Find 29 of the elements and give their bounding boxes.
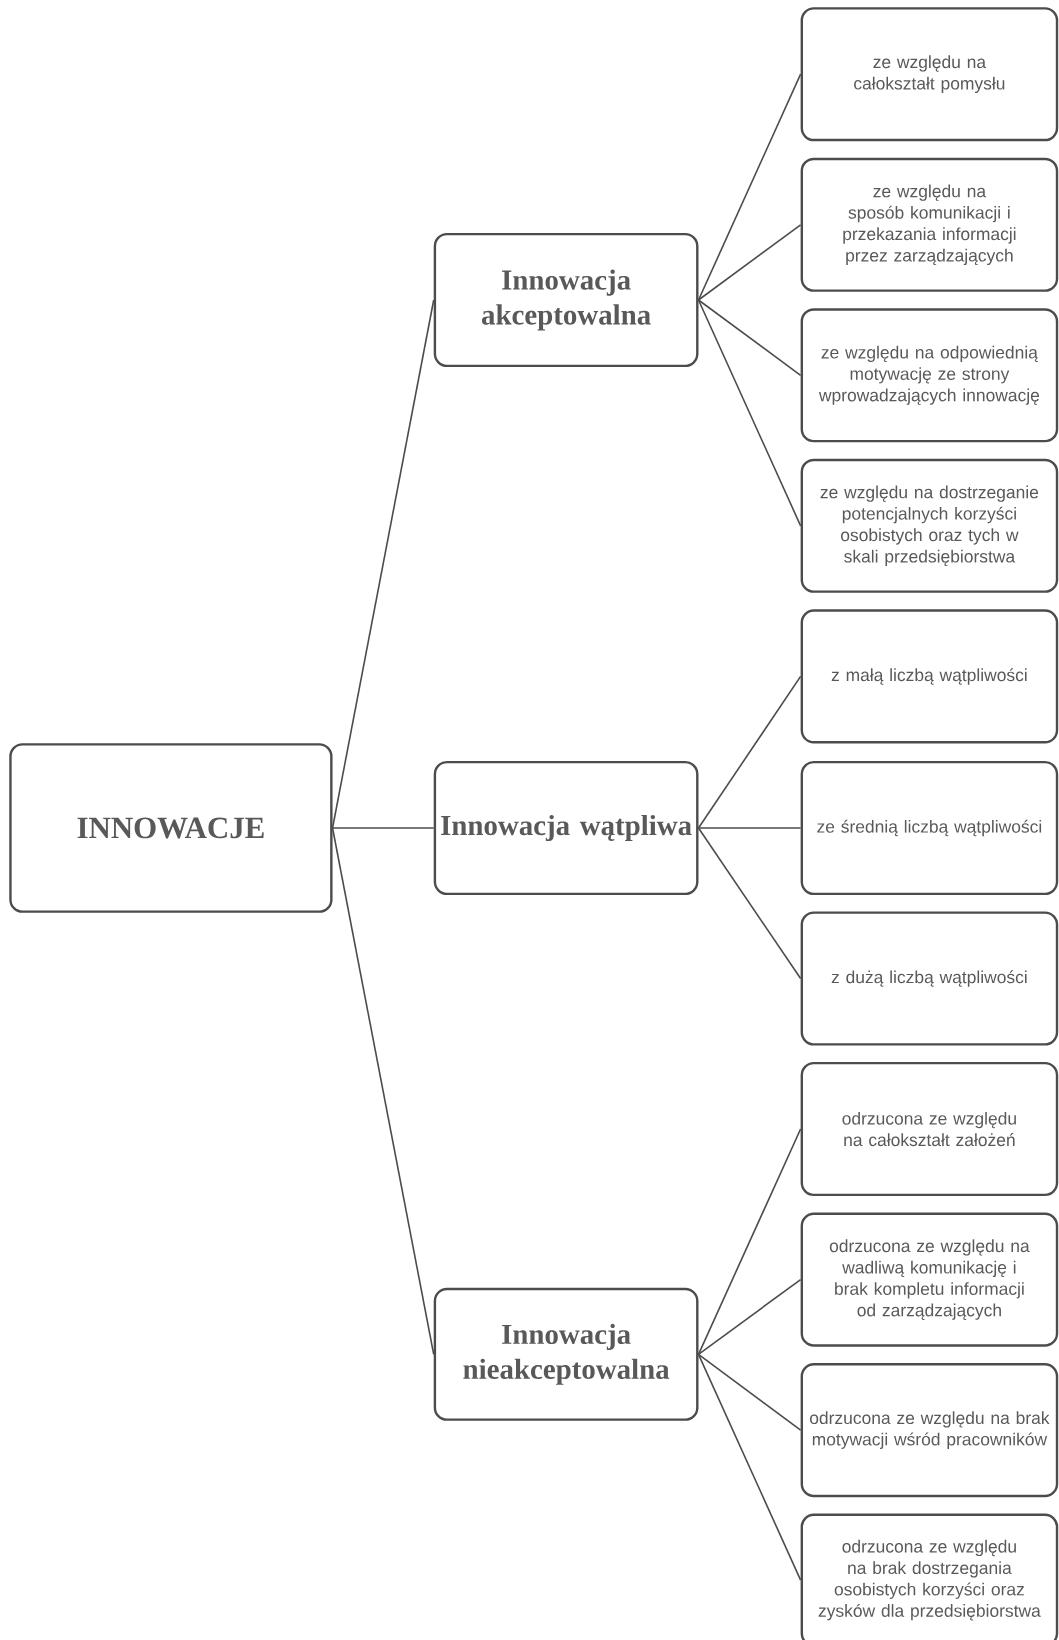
connector-line: [697, 1278, 802, 1356]
subcategory-box: odrzucona ze względu na brak dostrzegania osobistych korzyści oraz zysków dla przedsiębiorstwa: [800, 1513, 1059, 1640]
connector-line: [697, 827, 802, 829]
subcategory-box: ze względu na sposób komunikacji i przekazania informacji przez zarządzających: [800, 157, 1059, 292]
connector-line: [697, 299, 802, 377]
connector-line: [331, 827, 435, 829]
subcategory-box: ze względu na dostrzeganie potencjalnych korzyści osobistych oraz tych w skali przedsiębiorstwa: [800, 458, 1059, 593]
connector-line: [697, 1353, 802, 1431]
connector-line: [331, 827, 435, 1356]
connector-line: [697, 1128, 802, 1356]
subcategory-box: odrzucona ze względu na brak motywacji wśród pracowników: [800, 1363, 1059, 1498]
category-box: Innowacja nieakceptowalna: [433, 1287, 699, 1421]
subcategory-box: ze względu na całokształt pomysłu: [800, 7, 1059, 142]
subcategory-box: odrzucona ze względu na wadliwą komunikację i brak kompletu informacji od zarządzających: [800, 1212, 1059, 1347]
connector-line: [331, 299, 435, 829]
connector-line: [697, 224, 802, 301]
category-box: Innowacja akceptowalna: [433, 232, 699, 368]
connector-line: [697, 827, 802, 980]
root-box: INNOWACJE: [9, 743, 333, 913]
subcategory-box: z małą liczbą wątpliwości: [800, 609, 1059, 744]
connector-line: [697, 299, 802, 527]
subcategory-box: z dużą liczbą wątpliwości: [800, 911, 1059, 1046]
connector-line: [697, 73, 802, 301]
category-box: Innowacja wątpliwa: [433, 760, 699, 896]
connector-line: [697, 1353, 802, 1581]
subcategory-box: ze średnią liczbą wątpliwości: [800, 760, 1059, 896]
connector-line: [697, 675, 802, 829]
subcategory-box: ze względu na odpowiednią motywację ze strony wprowadzających innowację: [800, 308, 1059, 443]
subcategory-box: odrzucona ze względu na całokształt założeń: [800, 1061, 1059, 1197]
